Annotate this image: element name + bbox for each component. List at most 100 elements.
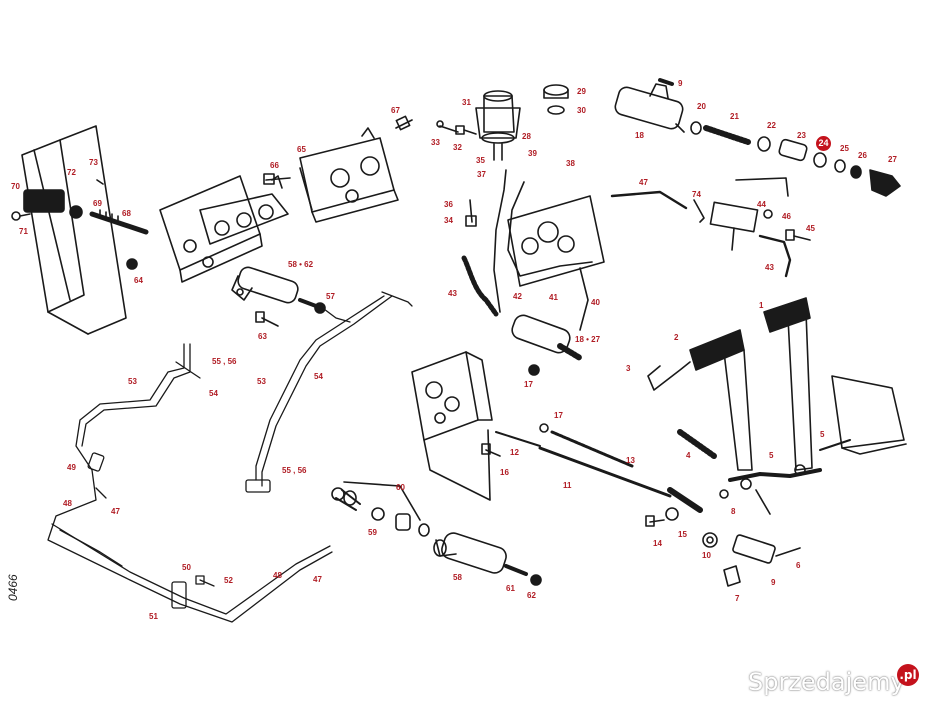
callout-label: 51 bbox=[149, 612, 158, 621]
bracket-44 bbox=[610, 177, 811, 278]
callout-label: 18 bbox=[635, 131, 644, 140]
callout-label: 73 bbox=[89, 158, 98, 167]
callout-label: 55 , 56 bbox=[282, 466, 307, 475]
callout-label: 17 bbox=[554, 411, 563, 420]
callout-label: 33 bbox=[431, 138, 440, 147]
callout-label: 14 bbox=[653, 539, 662, 548]
left-bracket-rod bbox=[11, 179, 149, 270]
callout-label: 58 bbox=[453, 573, 462, 582]
callout-label: 43 bbox=[448, 289, 457, 298]
callout-label: 69 bbox=[93, 199, 102, 208]
callout-label: 71 bbox=[19, 227, 28, 236]
callout-label: 54 bbox=[314, 372, 323, 381]
callout-label: 1 bbox=[759, 301, 764, 310]
callout-label: 64 bbox=[134, 276, 143, 285]
callout-label: 57 bbox=[326, 292, 335, 301]
callout-label: 70 bbox=[11, 182, 20, 191]
callout-label: 22 bbox=[767, 121, 776, 130]
callout-label: 38 bbox=[566, 159, 575, 168]
pedal-pivot bbox=[728, 468, 822, 482]
callout-label: 49 bbox=[67, 463, 76, 472]
callout-label: 13 bbox=[626, 456, 635, 465]
callout-label: 6 bbox=[796, 561, 801, 570]
callout-label: 26 bbox=[858, 151, 867, 160]
callout-label: 50 bbox=[182, 563, 191, 572]
callout-label: 60 bbox=[396, 483, 405, 492]
bolt-66 bbox=[265, 177, 291, 181]
callout-label: 59 bbox=[368, 528, 377, 537]
pedal-shafts bbox=[481, 423, 703, 513]
watermark-badge: .pl bbox=[897, 664, 919, 686]
master-cylinder-block bbox=[159, 175, 289, 283]
callout-label: 5 bbox=[820, 430, 825, 439]
watermark-text: Sprzedajemy bbox=[748, 668, 905, 696]
callout-label: 72 bbox=[67, 168, 76, 177]
callout-label: 23 bbox=[797, 131, 806, 140]
callout-label: 62 bbox=[527, 591, 536, 600]
callout-label: 39 bbox=[528, 149, 537, 158]
callout-label: 45 bbox=[806, 224, 815, 233]
clutch-pedal-2 bbox=[689, 329, 753, 471]
callout-label: 63 bbox=[258, 332, 267, 341]
callout-label: 40 bbox=[591, 298, 600, 307]
callout-label: 5 bbox=[769, 451, 774, 460]
callout-label: 21 bbox=[730, 112, 739, 121]
slave-cylinder-center bbox=[511, 314, 583, 376]
callout-label: 7 bbox=[735, 594, 740, 603]
callout-label: 4 bbox=[686, 451, 691, 460]
callout-label: 52 bbox=[224, 576, 233, 585]
callout-label: 67 bbox=[391, 106, 400, 115]
callout-label: 65 bbox=[297, 145, 306, 154]
callout-label: 28 bbox=[522, 132, 531, 141]
drawing-code: 0466 bbox=[6, 574, 20, 601]
flex-hose-43 bbox=[461, 255, 499, 317]
callout-label: 46 bbox=[782, 212, 791, 221]
callout-label: 15 bbox=[678, 530, 687, 539]
callout-label: 66 bbox=[270, 161, 279, 170]
callout-label: 53 bbox=[257, 377, 266, 386]
callout-label: 58 • 62 bbox=[288, 260, 314, 269]
callout-label: 17 bbox=[524, 380, 533, 389]
callout-label: 44 bbox=[757, 200, 766, 209]
rod-3 bbox=[647, 361, 691, 391]
callout-label: 36 bbox=[444, 200, 453, 209]
slave-cylinder-upper bbox=[231, 266, 326, 327]
master-cylinder-right bbox=[614, 78, 901, 197]
pipe-run-left bbox=[47, 343, 333, 623]
fluid-reservoir bbox=[436, 84, 569, 161]
callout-label: 18 • 27 bbox=[575, 335, 601, 344]
callout-label: 3 bbox=[626, 364, 631, 373]
pedal-support-plate bbox=[411, 351, 493, 501]
callout-label: 16 bbox=[500, 468, 509, 477]
callout-label: 9 bbox=[771, 578, 776, 587]
callout-label: 10 bbox=[702, 551, 711, 560]
callout-label: 8 bbox=[731, 507, 736, 516]
slave-cylinder-lower bbox=[331, 481, 542, 586]
callout-label: 43 bbox=[765, 263, 774, 272]
brake-pedal-1 bbox=[763, 297, 813, 471]
callout-label: 31 bbox=[462, 98, 471, 107]
brake-lines-center bbox=[465, 169, 593, 331]
callout-label: 47 bbox=[313, 575, 322, 584]
clevis-assembly bbox=[645, 489, 801, 587]
callout-highlighted: 24 bbox=[816, 136, 831, 151]
callout-label: 2 bbox=[674, 333, 679, 342]
callout-label: 68 bbox=[122, 209, 131, 218]
floor-bracket bbox=[819, 375, 907, 455]
callout-label: 41 bbox=[549, 293, 558, 302]
callout-label: 12 bbox=[510, 448, 519, 457]
callout-label: 37 bbox=[477, 170, 486, 179]
callout-label: 42 bbox=[513, 292, 522, 301]
callout-label: 9 bbox=[678, 79, 683, 88]
callout-label: 54 bbox=[209, 389, 218, 398]
callout-label: 29 bbox=[577, 87, 586, 96]
callout-label: 53 bbox=[128, 377, 137, 386]
gasket-plate bbox=[299, 127, 399, 223]
callout-label: 35 bbox=[476, 156, 485, 165]
callout-label: 30 bbox=[577, 106, 586, 115]
callout-label: 74 bbox=[692, 190, 701, 199]
callout-label: 20 bbox=[697, 102, 706, 111]
callout-label: 47 bbox=[639, 178, 648, 187]
